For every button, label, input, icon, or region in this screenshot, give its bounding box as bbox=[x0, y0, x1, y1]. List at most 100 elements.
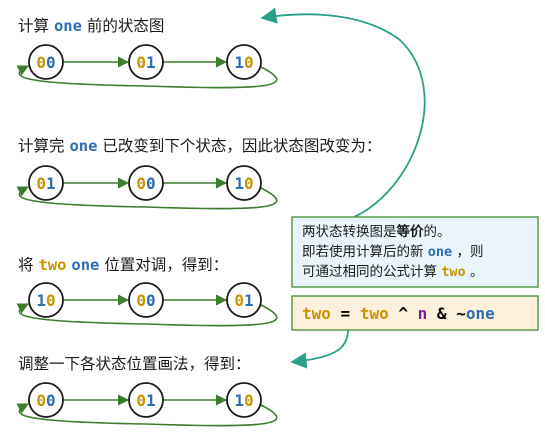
caption-1-one-1: one bbox=[54, 17, 82, 35]
state-bit-one: 1 bbox=[244, 291, 254, 310]
formula-two-0: two bbox=[302, 304, 331, 323]
state-node-label: 10 bbox=[234, 174, 253, 193]
state-node-circle bbox=[226, 44, 262, 80]
state-node: 10 bbox=[28, 282, 64, 318]
formula-box-group: two = two ^ n & ~one bbox=[291, 295, 539, 331]
state-bit-two: 0 bbox=[36, 174, 46, 193]
state-node-label: 00 bbox=[36, 391, 55, 410]
formula-text-3: ^ bbox=[389, 304, 418, 323]
formula-text-5: & bbox=[427, 304, 456, 323]
equivalence-arrow-up bbox=[260, 7, 426, 219]
formula-text: two = two ^ n & ~one bbox=[302, 304, 495, 323]
state-bit-two: 0 bbox=[244, 53, 254, 72]
state-bit-one: 1 bbox=[146, 391, 156, 410]
state-bit-two: 0 bbox=[244, 391, 254, 410]
section-1-caption: 计算 one 前的状态图 bbox=[18, 16, 164, 35]
state-node: 10 bbox=[226, 44, 262, 80]
state-node-circle bbox=[28, 165, 64, 201]
state-bit-two: 0 bbox=[36, 391, 46, 410]
state-bit-one: 1 bbox=[146, 53, 156, 72]
state-node-circle bbox=[128, 165, 164, 201]
state-node-label: 01 bbox=[36, 174, 55, 193]
state-node-label: 00 bbox=[36, 53, 55, 72]
section-4-caption: 调整一下各状态位置画法，得到： bbox=[18, 355, 251, 373]
state-bit-one: 0 bbox=[46, 391, 56, 410]
state-bit-two: 0 bbox=[244, 174, 254, 193]
caption-2-text-0: 计算完 bbox=[18, 136, 69, 155]
caption-3-one-3: one bbox=[71, 256, 99, 274]
formula-one-7: one bbox=[466, 304, 495, 323]
state-bit-one: 0 bbox=[146, 291, 156, 310]
state-node-circle bbox=[28, 282, 64, 318]
state-node-label: 00 bbox=[136, 174, 155, 193]
state-node: 00 bbox=[28, 382, 64, 418]
state-bit-one: 0 bbox=[46, 53, 56, 72]
state-node-label: 10 bbox=[234, 391, 253, 410]
section-2-return-edge bbox=[16, 186, 278, 210]
state-node: 10 bbox=[226, 165, 262, 201]
note-line-2: 即若使用计算后的新 one ，则 bbox=[302, 243, 483, 260]
note-l2-text-0: 即若使用计算后的新 bbox=[302, 243, 428, 260]
state-node: 01 bbox=[28, 165, 64, 201]
state-node-circle bbox=[128, 282, 164, 318]
state-node-label: 10 bbox=[234, 53, 253, 72]
note-l2-text-2: ，则 bbox=[452, 244, 483, 260]
equivalence-note: 两状态转换图是等价的。 即若使用计算后的新 one ，则 可通过相同的公式计算 … bbox=[291, 216, 539, 288]
state-node-circle bbox=[128, 382, 164, 418]
note-l2-one-1: one bbox=[428, 244, 452, 260]
state-bit-one: 1 bbox=[36, 291, 46, 310]
section-4-return-edge bbox=[16, 403, 278, 427]
state-node-circle bbox=[28, 44, 64, 80]
formula-two-2: two bbox=[360, 304, 389, 323]
formula-n-4: n bbox=[418, 304, 428, 323]
state-bit-two: 0 bbox=[136, 53, 146, 72]
state-node: 00 bbox=[128, 282, 164, 318]
state-node: 01 bbox=[226, 282, 262, 318]
note-l1-bold-1: 等价 bbox=[397, 223, 424, 240]
caption-3-two-1: two bbox=[38, 256, 66, 274]
state-node-circle bbox=[226, 165, 262, 201]
state-bit-two: 0 bbox=[234, 291, 244, 310]
state-bit-two: 0 bbox=[136, 174, 146, 193]
state-bit-one: 1 bbox=[234, 174, 244, 193]
caption-2-one-1: one bbox=[69, 137, 97, 155]
note-box bbox=[291, 216, 539, 288]
note-l3-two-1: two bbox=[441, 264, 465, 280]
state-node-circle bbox=[128, 44, 164, 80]
formula-box bbox=[291, 295, 539, 331]
state-bit-one: 1 bbox=[234, 53, 244, 72]
note-line-1: 两状态转换图是等价的。 bbox=[302, 223, 451, 240]
state-node-label: 01 bbox=[234, 291, 253, 310]
state-bit-two: 0 bbox=[46, 291, 56, 310]
caption-4-text-0: 调整一下各状态位置画法，得到： bbox=[18, 355, 251, 373]
state-bit-two: 0 bbox=[36, 53, 46, 72]
state-node: 01 bbox=[128, 44, 164, 80]
note-l3-text-2: 。 bbox=[466, 264, 484, 280]
note-l1-text-2: 的。 bbox=[424, 224, 451, 240]
section-1-return-edge bbox=[16, 65, 278, 89]
state-node-label: 01 bbox=[136, 53, 155, 72]
note-l3-text-0: 可通过相同的公式计算 bbox=[302, 264, 441, 280]
state-bit-two: 0 bbox=[136, 291, 146, 310]
section-2-caption: 计算完 one 已改变到下个状态，因此状态图改变为： bbox=[18, 136, 381, 155]
formula-text-1: = bbox=[331, 304, 360, 323]
section-3-caption: 将 two one 位置对调，得到： bbox=[18, 256, 228, 274]
caption-3-text-4: 位置对调，得到： bbox=[99, 256, 228, 274]
state-bit-one: 0 bbox=[146, 174, 156, 193]
state-node: 01 bbox=[128, 382, 164, 418]
state-node-label: 00 bbox=[136, 291, 155, 310]
caption-1-text-2: 前的状态图 bbox=[82, 17, 164, 35]
state-node-circle bbox=[226, 382, 262, 418]
state-node-label: 01 bbox=[136, 391, 155, 410]
equivalence-arrow-down bbox=[290, 329, 349, 369]
state-node-label: 10 bbox=[36, 291, 55, 310]
state-node: 10 bbox=[226, 382, 262, 418]
state-bit-one: 1 bbox=[46, 174, 56, 193]
note-line-3: 可通过相同的公式计算 two 。 bbox=[302, 264, 483, 280]
